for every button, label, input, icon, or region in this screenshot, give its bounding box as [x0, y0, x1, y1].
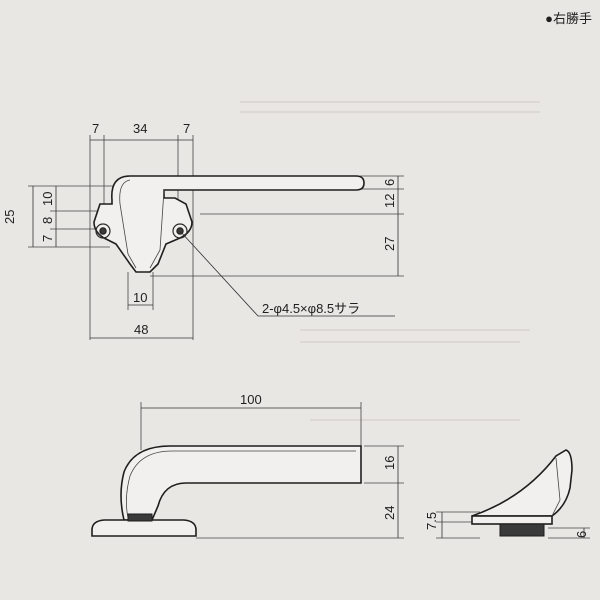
hole-note: 2-φ4.5×φ8.5サラ: [262, 301, 360, 316]
handle-side-stem: [127, 513, 153, 522]
dim-text-stem-height: 24: [382, 506, 397, 520]
dim-text-neck-width: 10: [133, 290, 147, 305]
end-view-foot: [499, 523, 545, 537]
handle-top-outline: [93, 175, 365, 273]
handle-side-base: [91, 519, 197, 537]
orientation-text: 右勝手: [552, 11, 592, 26]
bullet-icon: ●: [545, 11, 553, 26]
handle-inner-line: [119, 179, 137, 269]
dim-text-length: 100: [240, 392, 262, 407]
dim-text-right-mid: 12: [382, 194, 397, 208]
screw-hole-left-inner: [99, 227, 107, 235]
end-view-base: [471, 515, 553, 525]
dim-text-left-mid: 8: [40, 217, 55, 224]
screw-hole-left: [95, 223, 111, 239]
dim-text-hole-spacing: 34: [133, 121, 147, 136]
handle-side-outline: [120, 445, 362, 521]
dim-text-left-lower: 7: [40, 235, 55, 242]
dim-text-right-margin: 7: [183, 121, 190, 136]
dim-text-left-margin: 7: [92, 121, 99, 136]
screw-hole-right: [172, 223, 188, 239]
handle-inner-line: [149, 189, 165, 269]
dim-text-base-width: 48: [134, 322, 148, 337]
handle-side-inner-line: [126, 450, 356, 519]
dim-text-total-height-left: 25: [2, 210, 17, 224]
dim-text-grip-height: 16: [382, 456, 397, 470]
dim-text-right-bottom: 27: [382, 237, 397, 251]
dim-text-right-top: 6: [382, 179, 397, 186]
top-view: 7 34 7 25 10 8 7 6 12 27 10 48 2-φ4.5×φ8…: [2, 121, 404, 340]
dim-text-base-height: 7.5: [424, 512, 439, 530]
dim-text-left-upper: 10: [40, 192, 55, 206]
end-view: 7.5 6: [424, 449, 590, 539]
end-view-inner-line: [551, 457, 561, 517]
dim-text-base-thickness: 6: [574, 531, 589, 538]
background-bleed: [240, 101, 540, 421]
orientation-label: ●右勝手: [545, 8, 592, 27]
side-view: 100 16 24: [91, 392, 404, 539]
end-view-handle: [471, 449, 573, 517]
hole-note-leader: [179, 230, 395, 317]
